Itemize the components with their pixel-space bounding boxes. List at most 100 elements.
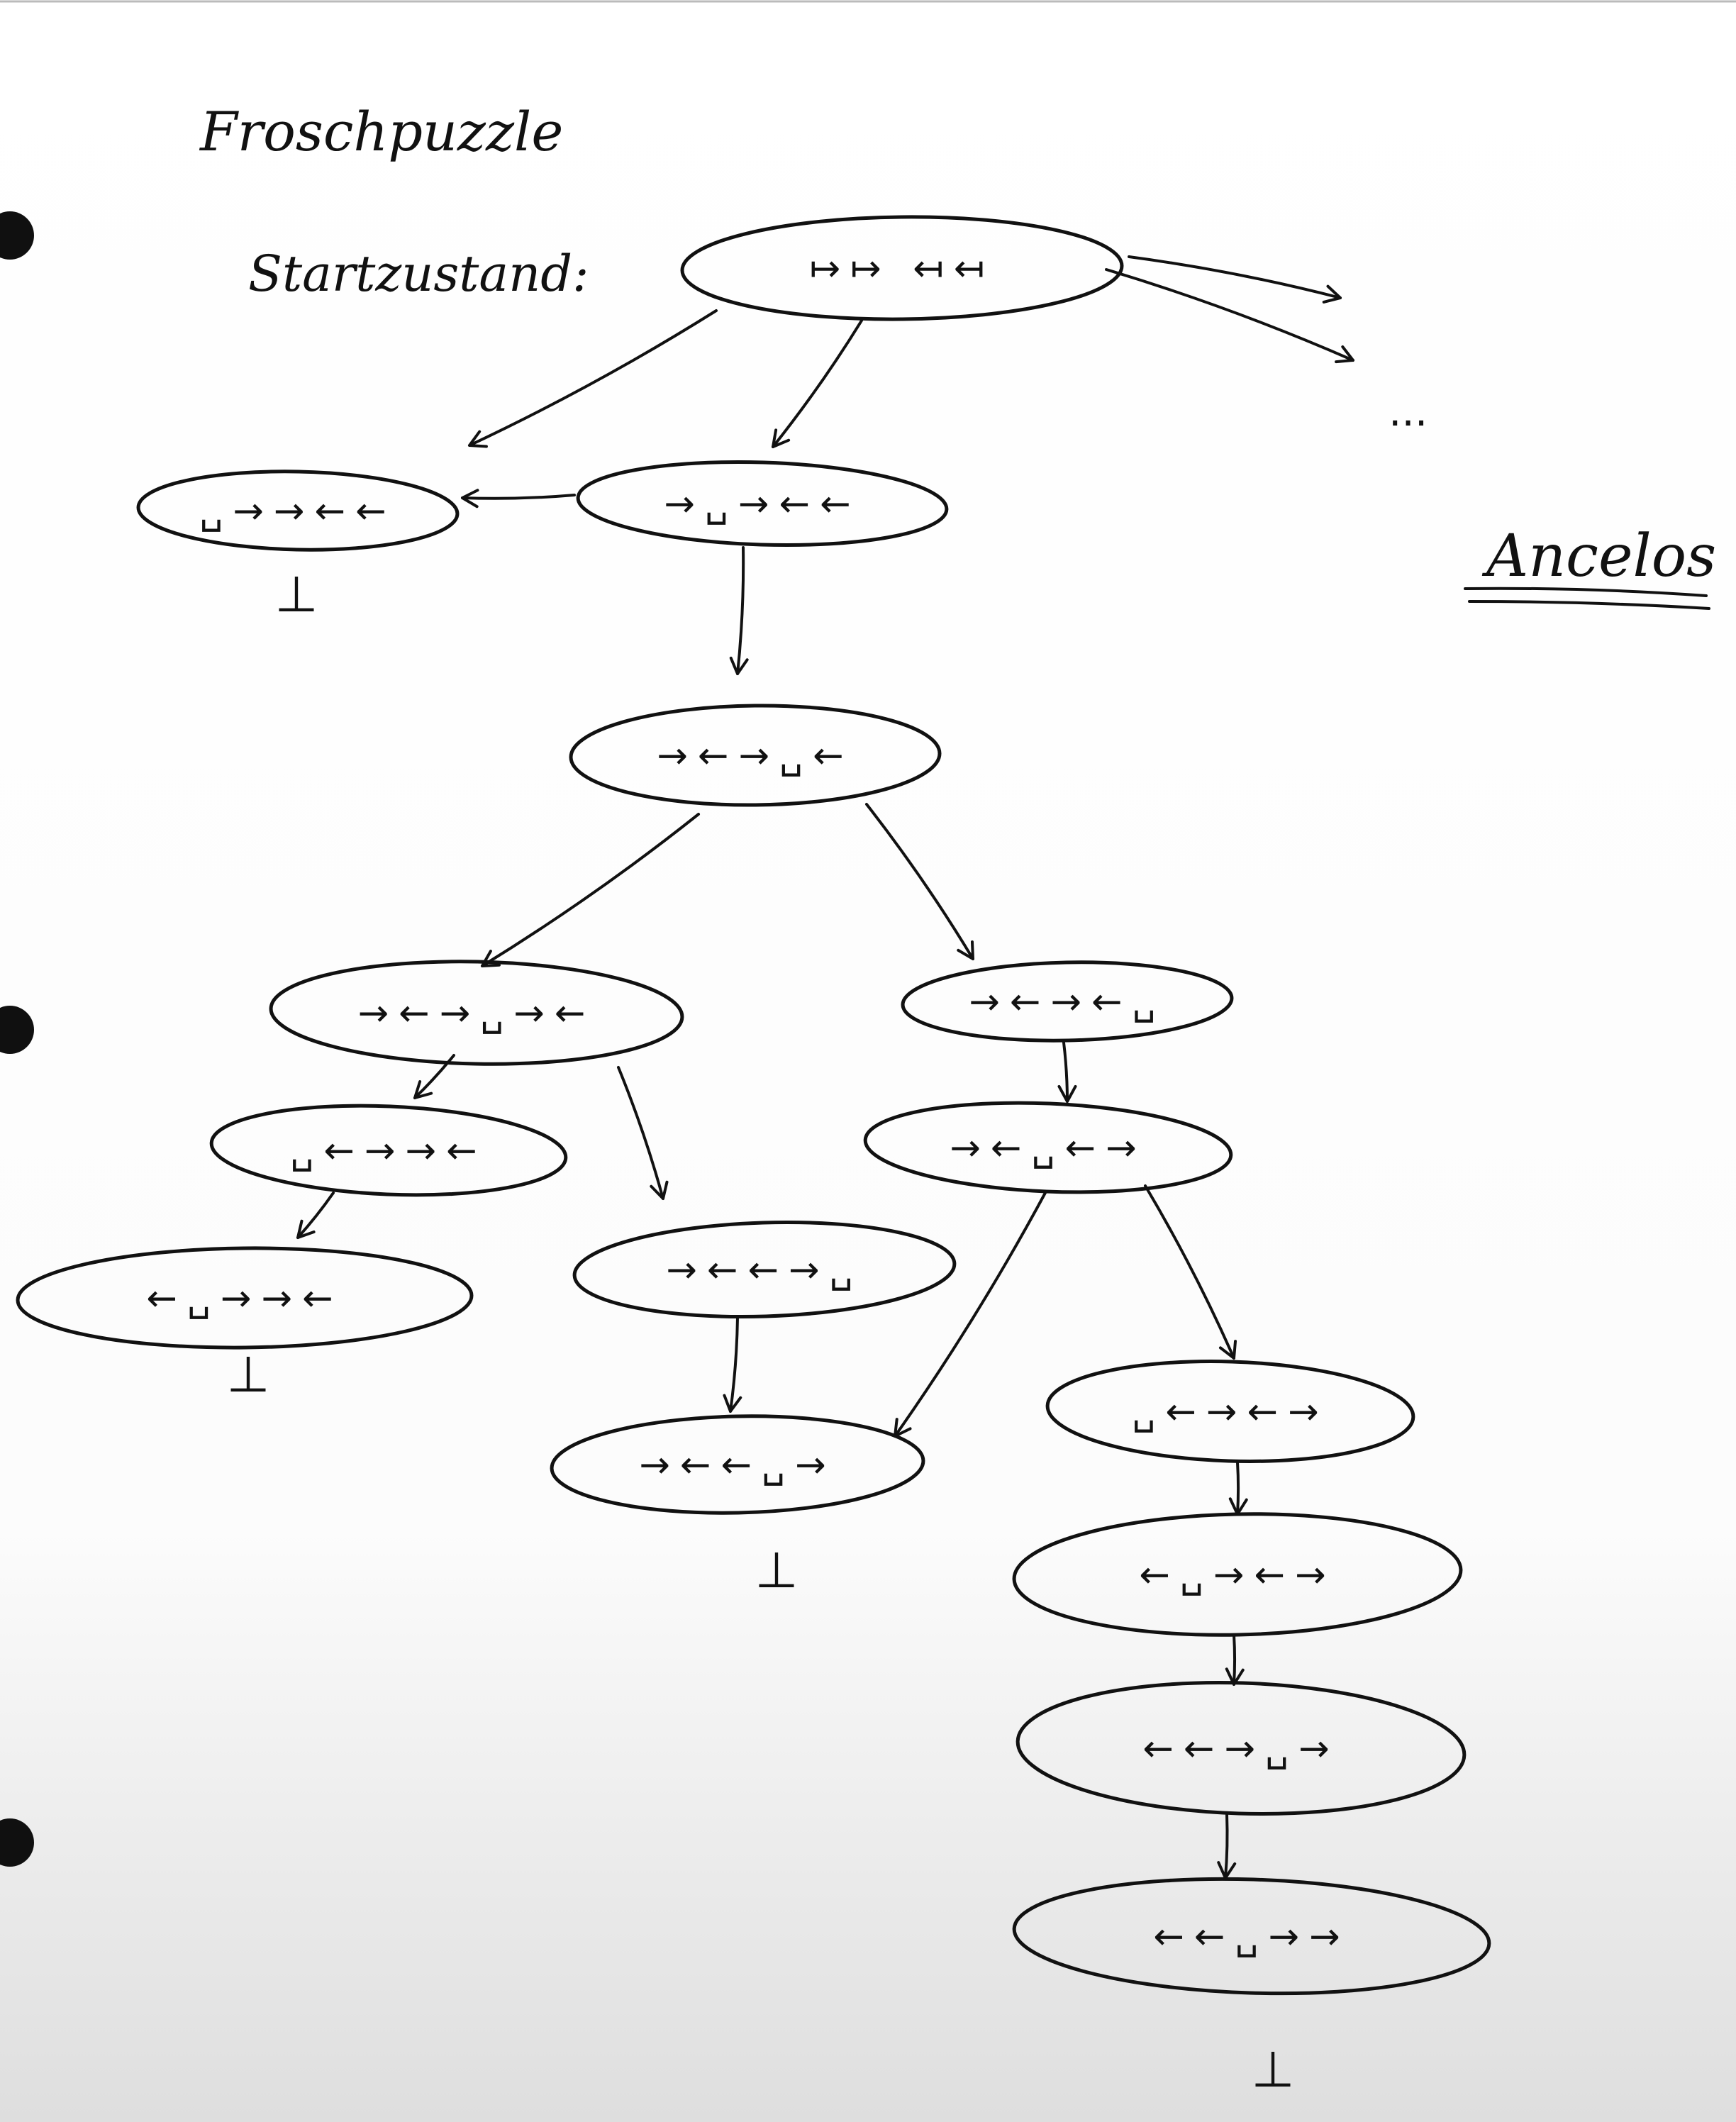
state-label: ←←→␣→ [1142, 1728, 1339, 1770]
edge-n4-to-n7 [617, 1066, 669, 1200]
start-state-node: ↦↦ ↤↤ [680, 215, 1124, 321]
dead-end-marker-n14: ⊥ [1252, 2040, 1295, 2099]
state-node-n1: ␣→→←← [136, 470, 460, 552]
edge-start-to-more1 [1128, 255, 1342, 304]
arrowhead-icon [461, 489, 479, 509]
node-outline [680, 215, 1124, 321]
arrowhead-icon [1057, 1084, 1077, 1103]
edge-n8-to-n10 [894, 1190, 1047, 1438]
node-outline [209, 1104, 568, 1197]
state-label: ␣←→←→ [1132, 1391, 1328, 1433]
edge-line [729, 1316, 739, 1413]
state-node-n4: →←→␣→← [269, 960, 684, 1066]
arrowhead-icon [957, 940, 974, 960]
state-label: ←←␣→→ [1153, 1916, 1350, 1958]
page-title: Froschpuzzle [199, 100, 563, 163]
node-outline [1045, 1360, 1415, 1463]
state-node-n6: ␣←→→← [209, 1104, 568, 1197]
state-label: →←␣←→ [950, 1127, 1146, 1170]
edge-n7-to-n10 [723, 1316, 742, 1413]
arrowhead-icon [650, 1180, 669, 1200]
state-label: ←␣→←→ [1139, 1554, 1335, 1596]
edge-n13-to-n14 [1217, 1813, 1237, 1879]
node-outline [569, 704, 942, 807]
edge-n11-to-n12 [1228, 1461, 1248, 1516]
edge-n2-to-n1 [461, 489, 576, 509]
edges-layer [296, 255, 1354, 1879]
edge-line [413, 1054, 455, 1099]
edge-n5-to-n8 [1057, 1041, 1077, 1103]
edge-line [1128, 255, 1342, 299]
punch-hole-middle [0, 1006, 34, 1054]
edge-start-to-more2 [1105, 268, 1354, 364]
node-outline [16, 1246, 474, 1350]
edge-n3-to-n5 [865, 803, 974, 960]
edge-line [736, 546, 745, 675]
state-label: →←→␣← [657, 735, 853, 777]
state-node-n8: →←␣←→ [863, 1101, 1233, 1194]
edge-line [1105, 268, 1354, 362]
state-node-n9: ←␣→→← [16, 1246, 474, 1350]
state-label: →←→←␣ [969, 981, 1165, 1023]
punch-hole-top [0, 211, 34, 260]
state-label: →␣→←← [664, 483, 860, 526]
nodes-layer: ↦↦ ↤↤ ␣→→←← →␣→←← →←→␣← →←→␣→← →←→←␣ ␣←→→← →←←→… [16, 215, 1491, 1996]
arrowhead-icon [1335, 345, 1354, 364]
state-label: ←␣→→← [146, 1277, 343, 1320]
arrowhead-icon [723, 1394, 742, 1413]
node-outline [550, 1414, 925, 1515]
dead-end-marker-n9: ⊥ [227, 1345, 270, 1404]
node-outline [1012, 1877, 1491, 1996]
state-label: ␣→→←← [199, 490, 396, 533]
edge-n12-to-n13 [1225, 1633, 1245, 1686]
dead-end-marker-n1: ⊥ [275, 565, 318, 623]
side-note: Ancelos [1481, 523, 1716, 590]
node-outline [269, 960, 684, 1066]
dead-end-marker-n10: ⊥ [755, 1541, 799, 1599]
state-node-n12: ←␣→←→ [1012, 1512, 1463, 1637]
arrowhead-icon [1218, 1340, 1237, 1360]
edge-line [617, 1066, 664, 1200]
start-label: Startzustand: [248, 245, 589, 303]
edge-line [468, 309, 718, 447]
arrowhead-icon [413, 1080, 433, 1099]
state-label: ␣←→→← [290, 1130, 486, 1172]
edge-n2-to-n3 [729, 546, 749, 675]
arrowhead-icon [296, 1219, 316, 1239]
punch-hole-bottom [0, 1818, 34, 1867]
punch-holes [0, 211, 34, 1867]
edge-line [772, 319, 863, 448]
state-node-n13: ←←→␣→ [1016, 1681, 1467, 1816]
node-outline [901, 960, 1234, 1043]
node-outline [136, 470, 460, 552]
edge-n8-to-n11 [1144, 1184, 1237, 1360]
edge-n6-to-n9 [296, 1191, 335, 1239]
node-outline [1012, 1512, 1463, 1637]
node-outline [863, 1101, 1233, 1194]
arrowhead-icon [772, 428, 791, 448]
dead-ends-layer: ⊥ ⊥ ⊥ ⊥ [227, 565, 1295, 2099]
ellipsis: ... [1389, 387, 1428, 435]
side-note-underline-1 [1464, 587, 1708, 597]
state-node-n2: →␣→←← [576, 460, 949, 548]
edge-line [1236, 1461, 1240, 1516]
edge-line [894, 1190, 1047, 1438]
side-note-underline-2 [1468, 600, 1710, 610]
edge-n3-to-n4 [481, 813, 700, 967]
node-outline [1016, 1681, 1467, 1816]
state-node-n11: ␣←→←→ [1045, 1360, 1415, 1463]
edge-n4-to-n6 [413, 1054, 455, 1099]
edge-line [1144, 1184, 1235, 1360]
edge-line [296, 1191, 335, 1239]
state-node-n3: →←→␣← [569, 704, 942, 807]
edge-line [481, 813, 700, 967]
edge-start-to-n1 [468, 309, 718, 448]
edge-line [1062, 1041, 1069, 1103]
node-outline [572, 1220, 957, 1319]
edge-line [865, 803, 974, 960]
state-node-n7: →←←→␣ [572, 1220, 957, 1319]
arrowhead-icon [481, 950, 501, 967]
arrowhead-icon [729, 656, 749, 675]
edge-line [1224, 1813, 1229, 1879]
